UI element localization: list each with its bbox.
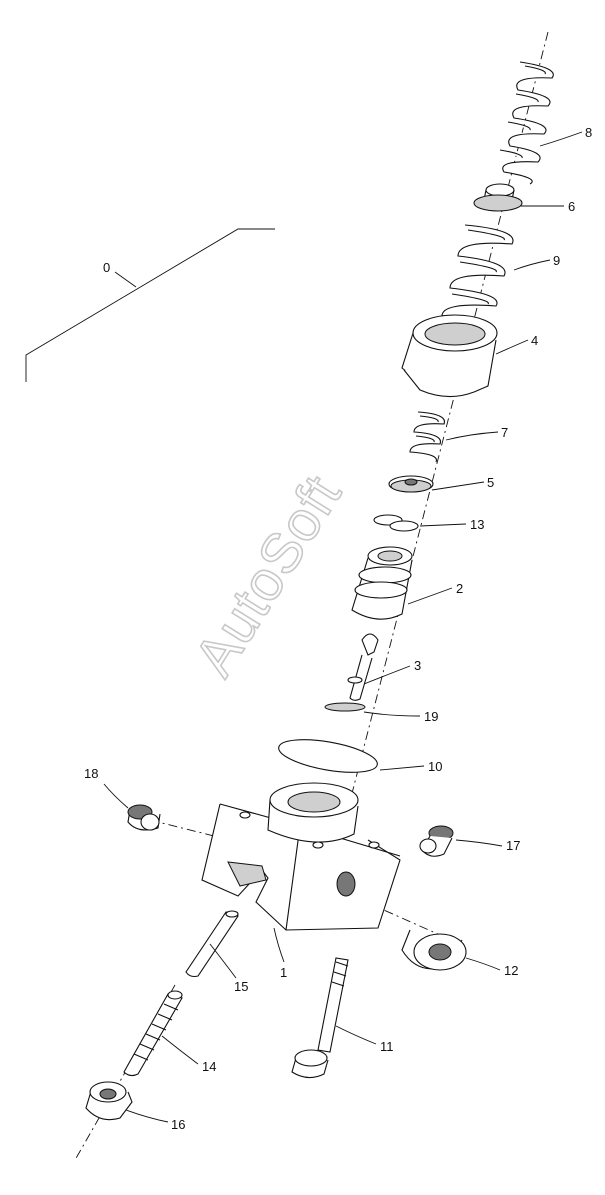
watermark-text: AutoSoft <box>182 464 353 686</box>
part-13-collets <box>373 514 419 532</box>
callout-14: 14 <box>161 1035 216 1074</box>
callout-3: 3 <box>363 658 421 685</box>
part-5-washer <box>388 475 434 493</box>
callout-6: 6 <box>520 199 575 214</box>
part-18-plug <box>127 804 161 831</box>
callout-15: 15 <box>209 943 248 994</box>
svg-text:5: 5 <box>487 475 494 490</box>
part-12-large-plug <box>401 929 467 971</box>
assembly-bracket: 0 <box>25 228 275 382</box>
assembly-label: 0 <box>103 260 110 275</box>
part-14-stud <box>123 990 183 1077</box>
svg-text:18: 18 <box>84 766 98 781</box>
part-15-pin <box>185 910 239 978</box>
svg-text:19: 19 <box>424 709 438 724</box>
part-6-spring-seat <box>473 183 523 212</box>
callout-17: 17 <box>455 838 520 853</box>
part-17-plug <box>419 825 454 857</box>
part-19-shim <box>324 702 366 712</box>
svg-text:14: 14 <box>202 1059 216 1074</box>
part-3-plunger <box>347 633 379 701</box>
callout-18: 18 <box>84 766 129 809</box>
part-16-nut <box>85 1081 133 1121</box>
callout-11: 11 <box>335 1025 394 1054</box>
part-8-upper-spring <box>499 61 554 185</box>
cross-axis-left <box>149 819 231 841</box>
svg-text:4: 4 <box>531 333 538 348</box>
svg-text:16: 16 <box>171 1117 185 1132</box>
callout-1: 1 <box>273 927 287 980</box>
callout-19: 19 <box>363 709 438 724</box>
svg-text:9: 9 <box>553 253 560 268</box>
svg-text:12: 12 <box>504 963 518 978</box>
svg-text:1: 1 <box>280 965 287 980</box>
callout-7: 7 <box>445 425 508 441</box>
svg-text:11: 11 <box>380 1039 394 1054</box>
callout-10: 10 <box>379 759 442 774</box>
callout-4: 4 <box>495 333 538 355</box>
svg-text:6: 6 <box>568 199 575 214</box>
part-4-cup <box>401 314 498 398</box>
cross-axis-right <box>349 894 441 936</box>
part-10-o-ring <box>278 739 378 773</box>
part-1-body <box>201 782 401 931</box>
callout-12: 12 <box>465 957 518 978</box>
part-11-bolt <box>291 957 349 1079</box>
callout-8: 8 <box>539 125 592 147</box>
svg-text:3: 3 <box>414 658 421 673</box>
svg-text:13: 13 <box>470 517 484 532</box>
part-7-small-spring <box>409 411 446 463</box>
svg-text:15: 15 <box>234 979 248 994</box>
svg-text:17: 17 <box>506 838 520 853</box>
callout-13: 13 <box>419 517 484 532</box>
svg-text:7: 7 <box>501 425 508 440</box>
callout-9: 9 <box>513 253 560 271</box>
callout-5: 5 <box>431 475 494 491</box>
callout-2: 2 <box>407 581 463 605</box>
part-9-large-spring <box>441 224 514 317</box>
svg-text:8: 8 <box>585 125 592 140</box>
callout-16: 16 <box>125 1109 185 1132</box>
svg-text:2: 2 <box>456 581 463 596</box>
part-2-barrel <box>351 546 413 620</box>
svg-text:10: 10 <box>428 759 442 774</box>
